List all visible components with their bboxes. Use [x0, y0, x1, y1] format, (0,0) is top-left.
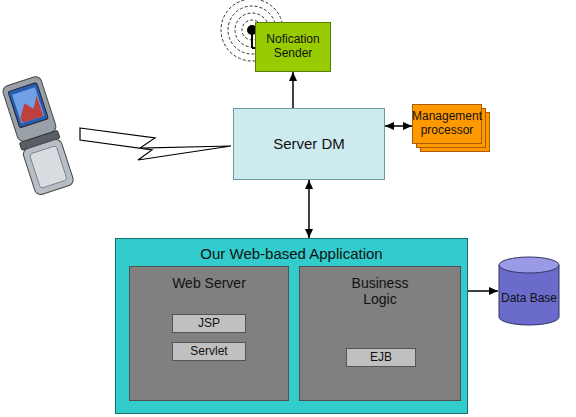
server-box: Server DM — [233, 108, 385, 180]
node-label: EJB — [370, 351, 392, 365]
database-cylinder: Data Base — [498, 256, 560, 326]
component-box: Servlet — [172, 342, 246, 361]
connector-arrow — [385, 125, 412, 127]
notification-box: Nofication Sender — [255, 22, 331, 72]
component-box: JSP — [172, 314, 246, 333]
node-label: Data Base — [501, 292, 557, 306]
wireless-bolt — [80, 128, 231, 160]
node-label: Web Server — [130, 275, 288, 291]
node-label: Server DM — [273, 135, 345, 152]
processor-box: Management processor — [412, 104, 482, 144]
node-label: Servlet — [190, 345, 227, 359]
business-logic-box: Business LogicEJB — [299, 266, 461, 401]
connector-arrow — [468, 290, 498, 292]
application-box: Our Web-based ApplicationWeb ServerJSP Se… — [115, 238, 468, 414]
connector-arrow — [308, 180, 310, 238]
node-label: Our Web-based Application — [116, 245, 467, 262]
component-box: EJB — [346, 348, 416, 367]
web-server-box: Web ServerJSP Servlet — [129, 266, 289, 401]
connector-arrow — [292, 72, 294, 108]
node-label: Business Logic — [340, 275, 420, 307]
phone-illustration — [1, 75, 74, 196]
node-label: Management processor — [412, 110, 482, 138]
node-label: JSP — [198, 317, 220, 331]
cylinder-outline — [498, 256, 560, 326]
node-label: Nofication Sender — [256, 33, 330, 61]
